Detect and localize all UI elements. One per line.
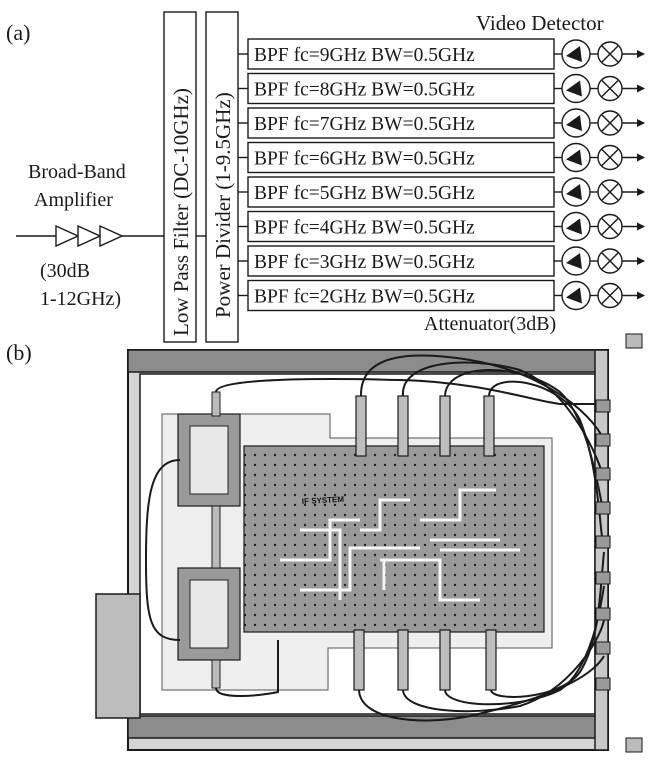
bpf-label: BPF fc=9GHz BW=0.5GHz — [254, 45, 475, 66]
bpf-label: BPF fc=3GHz BW=0.5GHz — [254, 252, 475, 273]
bpf-box — [247, 176, 555, 208]
bpf-label: BPF fc=2GHz BW=0.5GHz — [254, 287, 475, 308]
bpf-channel-row: BPF fc=4GHz BW=0.5GHz — [238, 210, 645, 243]
hardware-photo: IF SYSTEM — [95, 333, 643, 753]
panel-knob-top — [625, 333, 643, 349]
bpf-box — [247, 141, 555, 174]
bpf-channel-row: BPF fc=5GHz BW=0.5GHz — [238, 176, 645, 208]
board-title: IF SYSTEM — [302, 495, 345, 506]
bpf-label: BPF fc=8GHz BW=0.5GHz — [254, 80, 475, 101]
video-detector-label: Video Detector — [476, 11, 604, 35]
low-pass-filter-label: Low Pass Filter (DC-10GHz) — [169, 88, 193, 336]
bpf-label: BPF fc=6GHz BW=0.5GHz — [254, 149, 475, 170]
chassis-rail-top — [127, 349, 609, 373]
bpf-channel-row: BPF fc=9GHz BW=0.5GHz — [238, 38, 645, 70]
power-divider-block — [205, 11, 239, 343]
bpf-box — [247, 107, 555, 139]
bpf-channel-row: BPF fc=3GHz BW=0.5GHz — [238, 245, 645, 277]
bpf-box — [247, 38, 555, 70]
bpf-channel-row: BPF fc=8GHz BW=0.5GHz — [238, 72, 645, 105]
bpf-label: BPF fc=7GHz BW=0.5GHz — [254, 114, 475, 135]
panel-b-label: (b) — [6, 340, 32, 365]
filter-traces — [280, 488, 520, 602]
attenuator-label: Attenuator(3dB) — [424, 313, 556, 335]
panel-knob-bottom — [625, 737, 643, 753]
amplifier-name-line1: Broad-Band — [28, 161, 126, 183]
low-pass-filter-block — [163, 11, 197, 343]
bpf-label: BPF fc=4GHz BW=0.5GHz — [254, 218, 475, 239]
amplifier-symbol — [16, 224, 164, 248]
panel-a-label: (a) — [6, 20, 30, 45]
front-panel-connectors — [595, 399, 611, 691]
bpf-label: BPF fc=5GHz BW=0.5GHz — [254, 183, 475, 204]
bpf-box — [247, 279, 555, 312]
power-block — [95, 593, 141, 719]
power-divider-label: Power Divider (1-9.5GHz) — [211, 92, 235, 318]
bpf-box — [247, 210, 555, 243]
coax-cables — [144, 354, 605, 722]
bpf-channel-row: BPF fc=7GHz BW=0.5GHz — [238, 107, 645, 139]
bpf-channel-row: BPF fc=2GHz BW=0.5GHz — [238, 279, 645, 312]
amplifier-name-line2: Amplifier — [34, 189, 113, 211]
bpf-channel-row: BPF fc=6GHz BW=0.5GHz — [238, 141, 645, 174]
bpf-box — [247, 245, 555, 277]
amplifier-spec-line2: 1-12GHz) — [40, 288, 121, 310]
amplifier-spec-line1: (30dB — [40, 260, 90, 282]
chassis-rail-bottom — [127, 715, 609, 739]
